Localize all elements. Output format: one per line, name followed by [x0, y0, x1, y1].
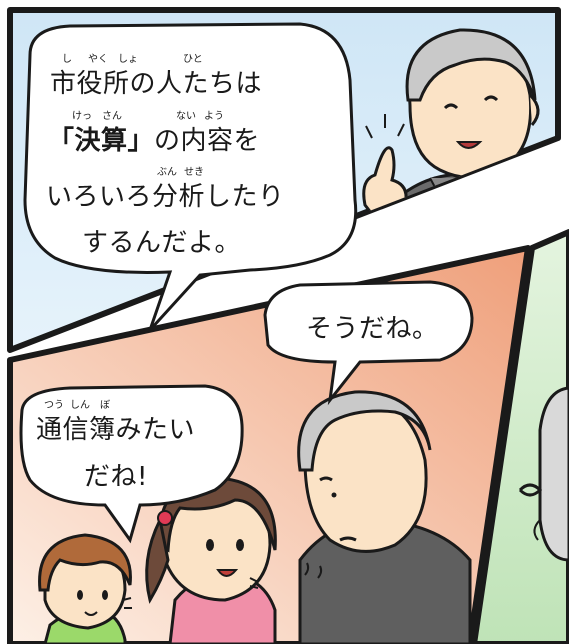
- panel-top: [7, 7, 561, 353]
- speech-bubble-girl: [19, 384, 244, 544]
- speech-bubble-father: [263, 280, 474, 406]
- panel-right: [471, 229, 569, 644]
- panel-middle: [7, 245, 531, 644]
- speech-bubble-old-man: [23, 22, 358, 332]
- father-character: [297, 390, 472, 644]
- boy-character: [38, 533, 132, 644]
